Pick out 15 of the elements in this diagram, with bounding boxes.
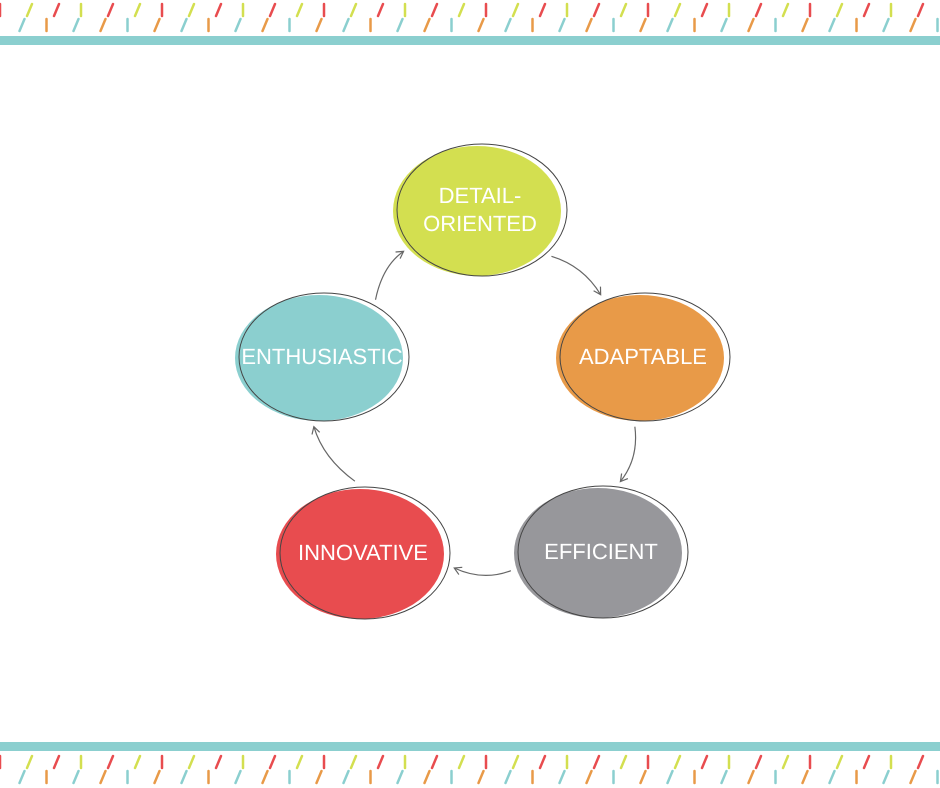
curved-arrow — [312, 426, 356, 482]
node-label: ENTHUSIASTIC — [240, 343, 404, 371]
ellipse-node — [234, 291, 410, 423]
curved-arrow — [374, 250, 404, 300]
ellipse-node — [555, 291, 731, 423]
node-label: DETAIL-ORIENTED — [422, 182, 538, 238]
node-label: INNOVATIVE — [297, 539, 429, 567]
node-label: EFFICIENT — [543, 538, 659, 566]
ellipse-node — [392, 142, 568, 278]
ellipse-node — [513, 484, 689, 620]
ellipse-node — [275, 485, 451, 621]
curved-arrow — [620, 426, 636, 482]
curved-arrow — [454, 566, 512, 576]
node-label: ADAPTABLE — [578, 343, 708, 371]
curved-arrow — [551, 256, 602, 296]
